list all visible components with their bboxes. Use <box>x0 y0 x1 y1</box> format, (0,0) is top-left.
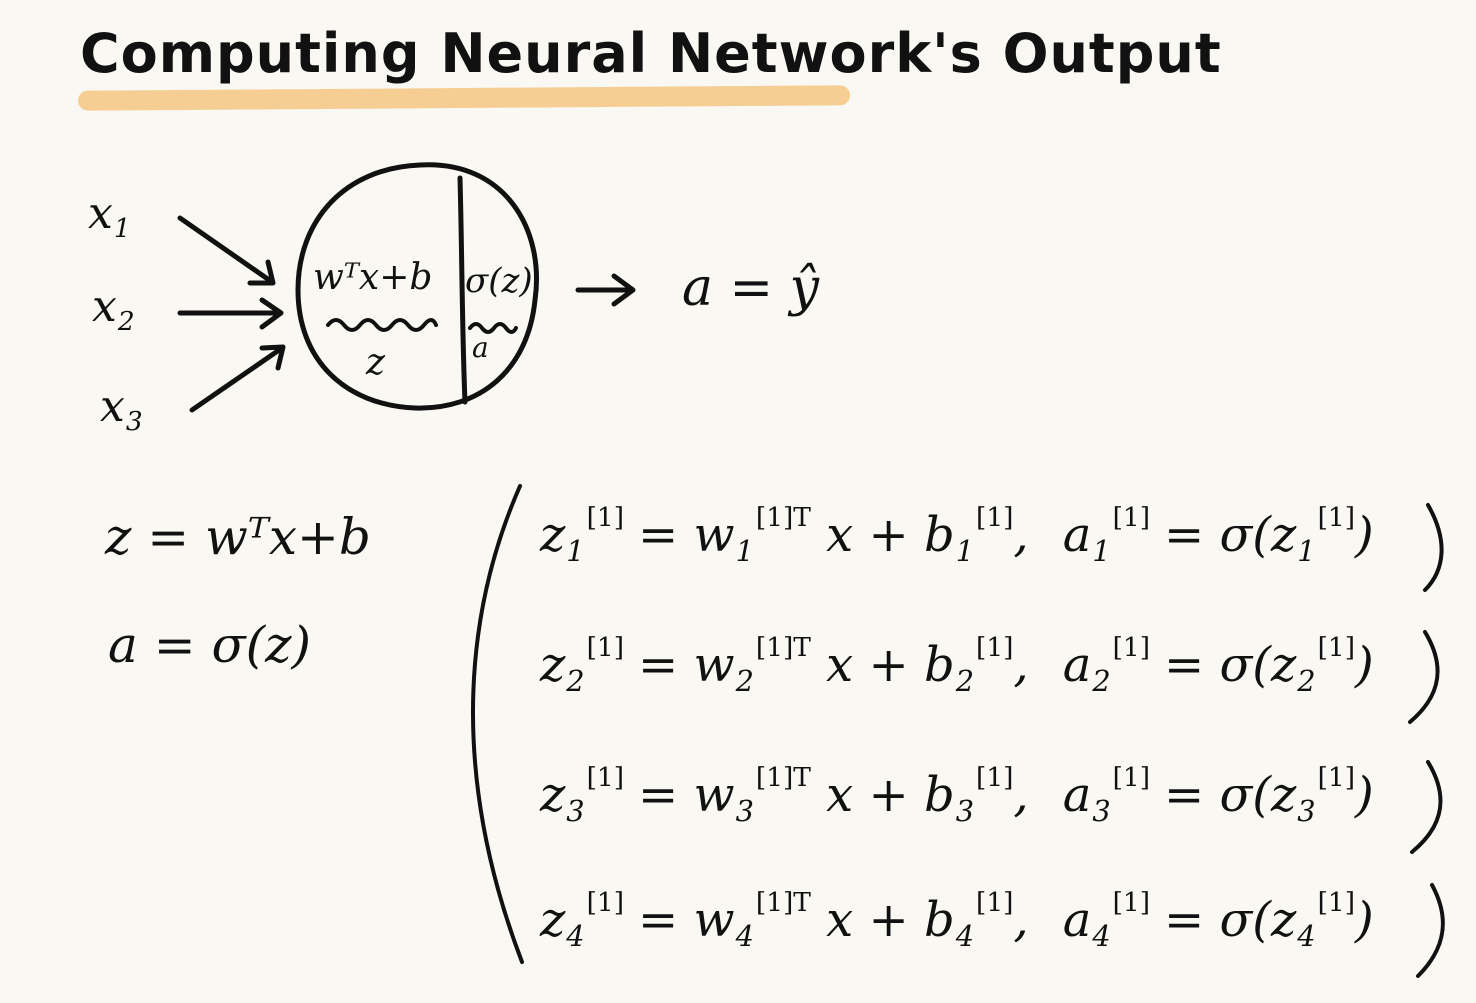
layer-equation-row-4: z4[1]= w4[1]T x + b4[1],a4[1]= σ(z4[1]) <box>540 887 1374 954</box>
neuron-activation-label: a <box>472 331 489 364</box>
input-x2: x2 <box>92 281 135 338</box>
neuron-linear-label: z <box>366 342 385 383</box>
layer-equation-row-2: z2[1]= w2[1]T x + b2[1],a2[1]= σ(z2[1]) <box>540 632 1374 699</box>
equation-z: z = wᵀx+b <box>105 508 371 566</box>
layer-equation-row-3: z3[1]= w3[1]T x + b3[1],a3[1]= σ(z3[1]) <box>540 762 1374 829</box>
input-x3: x3 <box>100 381 143 438</box>
layer-equation-row-1: z1[1]= w1[1]T x + b1[1],a1[1]= σ(z1[1]) <box>540 502 1374 569</box>
neuron-linear-part: wᵀx+b <box>313 257 433 298</box>
neuron-activation-part: σ(z) <box>465 261 533 301</box>
page-title: Computing Neural Network's Output <box>80 22 1222 85</box>
input-x1: x1 <box>88 188 131 245</box>
equation-a: a = σ(z) <box>108 616 311 674</box>
neuron-output: a = ŷ <box>682 258 820 318</box>
